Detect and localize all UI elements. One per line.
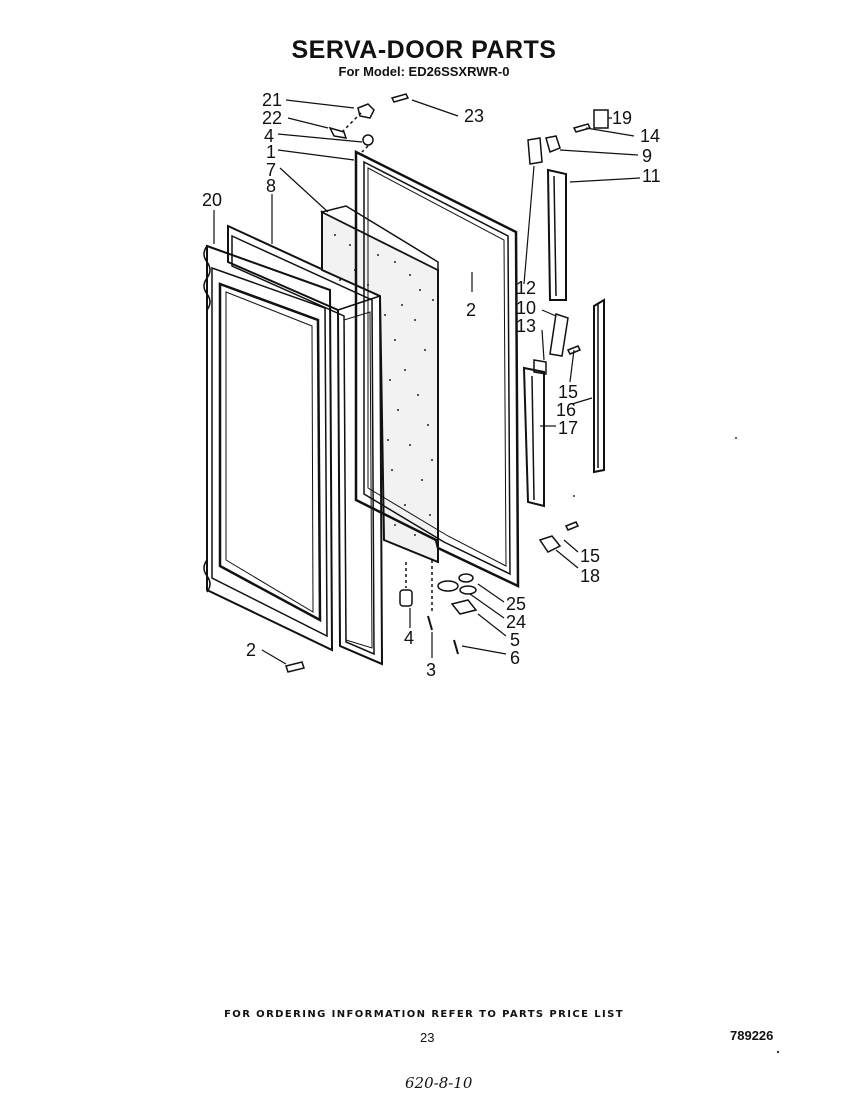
callout-14: 14 — [640, 126, 660, 146]
callout-9: 9 — [642, 146, 652, 166]
callout-7: 7 — [266, 160, 276, 180]
upper-handle-parts — [527, 109, 609, 301]
callout-4-top: 4 — [264, 126, 274, 146]
callout-25: 25 — [506, 594, 526, 614]
callout-11: 11 — [642, 166, 661, 186]
top-hinge-hardware — [328, 93, 410, 153]
callout-15-lower: 15 — [580, 546, 600, 566]
model-subtitle: For Model: ED26SSXRWR-0 — [338, 64, 510, 79]
page-title: SERVA-DOOR PARTS — [291, 36, 557, 64]
document-number: 789226 — [730, 1028, 774, 1043]
callout-6: 6 — [510, 648, 520, 668]
callout-1: 1 — [266, 142, 276, 162]
callout-19: 19 — [612, 108, 632, 128]
callout-12: 12 — [516, 278, 536, 298]
callout-17: 17 — [558, 418, 578, 438]
scan-specks — [573, 437, 780, 1054]
callout-22: 22 — [262, 108, 282, 128]
callout-leaders — [213, 99, 641, 665]
callout-3: 3 — [426, 660, 436, 680]
callout-16: 16 — [556, 400, 576, 420]
page-number: 23 — [420, 1030, 435, 1045]
callout-2-mid: 2 — [466, 300, 476, 320]
callout-23: 23 — [464, 106, 484, 126]
callout-24: 24 — [506, 612, 526, 632]
callout-15-upper: 15 — [558, 382, 578, 402]
callout-2-bottom: 2 — [246, 640, 256, 660]
callout-labels: 21 22 4 1 7 8 20 23 2 19 14 9 11 12 10 1… — [202, 90, 661, 680]
callout-21: 21 — [262, 90, 282, 110]
bottom-hinge-hardware — [285, 521, 580, 673]
callout-10: 10 — [516, 298, 536, 318]
outer-door-panel — [203, 244, 334, 652]
callout-20: 20 — [202, 190, 222, 210]
door-gasket — [354, 149, 520, 588]
callout-4-bottom: 4 — [404, 628, 414, 648]
ordering-info-note: FOR ORDERING INFORMATION REFER TO PARTS … — [224, 1009, 624, 1020]
handwritten-note: 620-8-10 — [405, 1074, 473, 1092]
callout-13: 13 — [516, 316, 536, 336]
callout-18: 18 — [580, 566, 600, 586]
lower-handle-parts — [522, 298, 605, 508]
foam-insulation — [319, 205, 439, 564]
callout-8: 8 — [266, 176, 276, 196]
callout-5: 5 — [510, 630, 520, 650]
